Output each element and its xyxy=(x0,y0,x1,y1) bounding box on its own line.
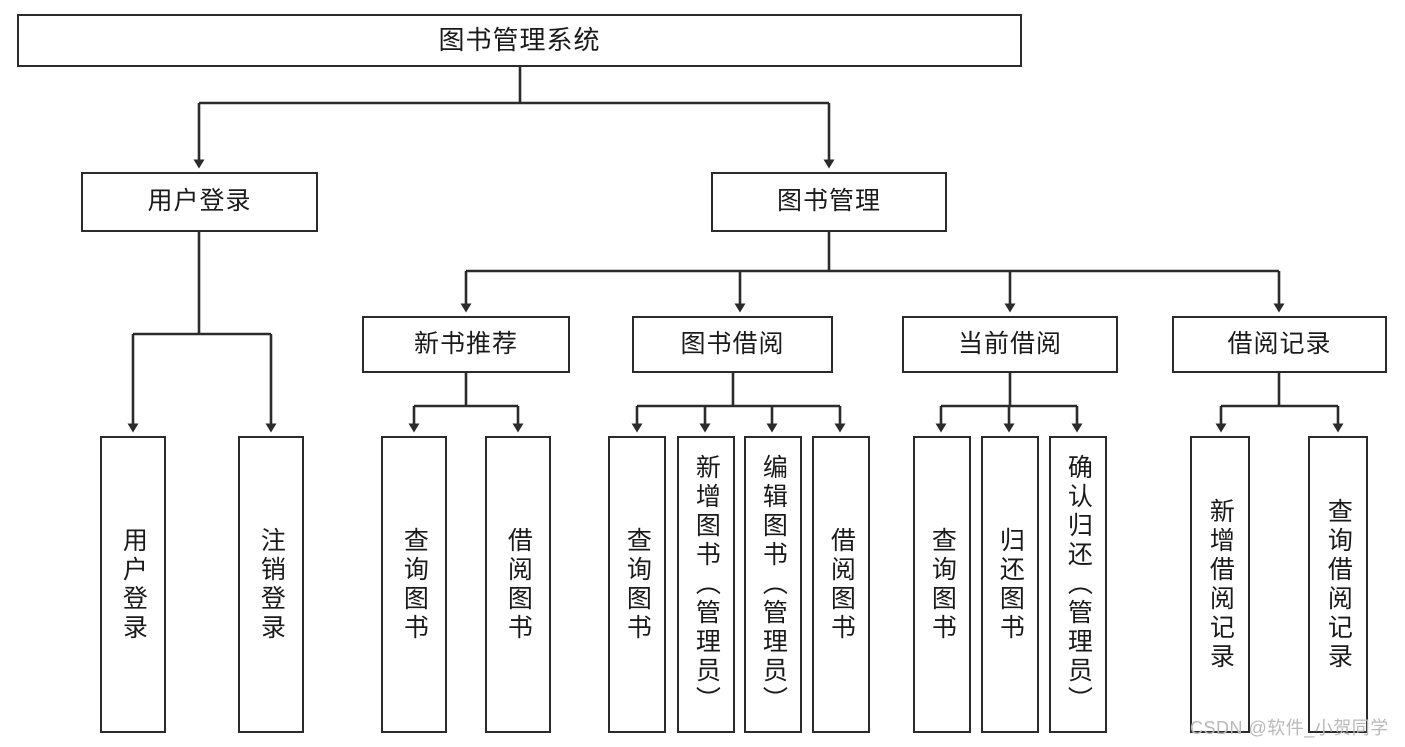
node-label: 图书管理系统 xyxy=(438,25,601,56)
node-label: 新增图书（管理员） xyxy=(692,454,721,715)
node-label: 查询图书 xyxy=(928,526,957,643)
node-label: 用户登录 xyxy=(147,187,252,216)
leaf-user-login[interactable]: 用户登录 xyxy=(100,436,166,733)
node-user-login[interactable]: 用户登录 xyxy=(81,172,318,232)
node-label: 当前借阅 xyxy=(957,329,1062,358)
node-label: 借阅记录 xyxy=(1227,329,1332,358)
node-label: 借阅图书 xyxy=(827,526,856,643)
leaf-new-book-query-book[interactable]: 查询图书 xyxy=(381,436,447,733)
csdn-watermark: CSDN @软件_小贺同学 xyxy=(1190,718,1389,738)
node-label: 新书推荐 xyxy=(413,329,518,358)
node-label: 新增借阅记录 xyxy=(1206,497,1235,672)
node-new-book-recommend[interactable]: 新书推荐 xyxy=(362,316,570,373)
node-label: 确认归还（管理员） xyxy=(1064,454,1093,715)
leaf-record-query-borrow-record[interactable]: 查询借阅记录 xyxy=(1308,436,1368,733)
node-label: 查询借阅记录 xyxy=(1324,497,1353,672)
node-label: 编辑图书（管理员） xyxy=(759,454,788,715)
node-label: 查询图书 xyxy=(400,526,429,643)
leaf-borrow-edit-book-admin[interactable]: 编辑图书（管理员） xyxy=(744,436,802,733)
leaf-logout[interactable]: 注销登录 xyxy=(238,436,304,733)
leaf-record-add-borrow-record[interactable]: 新增借阅记录 xyxy=(1190,436,1250,733)
leaf-new-book-borrow-book[interactable]: 借阅图书 xyxy=(485,436,551,733)
leaf-current-return-book[interactable]: 归还图书 xyxy=(981,436,1039,733)
leaf-borrow-borrow-book[interactable]: 借阅图书 xyxy=(812,436,870,733)
node-book-management[interactable]: 图书管理 xyxy=(711,172,947,232)
leaf-current-confirm-return-admin[interactable]: 确认归还（管理员） xyxy=(1049,436,1107,733)
node-root-book-management-system[interactable]: 图书管理系统 xyxy=(17,14,1022,67)
node-label: 图书借阅 xyxy=(680,329,785,358)
node-label: 图书管理 xyxy=(776,187,881,216)
node-label: 用户登录 xyxy=(119,526,148,643)
leaf-borrow-query-book[interactable]: 查询图书 xyxy=(608,436,666,733)
leaf-current-query-book[interactable]: 查询图书 xyxy=(913,436,971,733)
leaf-borrow-add-book-admin[interactable]: 新增图书（管理员） xyxy=(677,436,735,733)
node-label: 借阅图书 xyxy=(504,526,533,643)
node-label: 注销登录 xyxy=(257,526,286,643)
node-borrow-record[interactable]: 借阅记录 xyxy=(1172,316,1387,373)
node-label: 归还图书 xyxy=(996,526,1025,643)
node-label: 查询图书 xyxy=(623,526,652,643)
node-current-borrow[interactable]: 当前借阅 xyxy=(902,316,1118,373)
node-book-borrow[interactable]: 图书借阅 xyxy=(632,316,833,373)
